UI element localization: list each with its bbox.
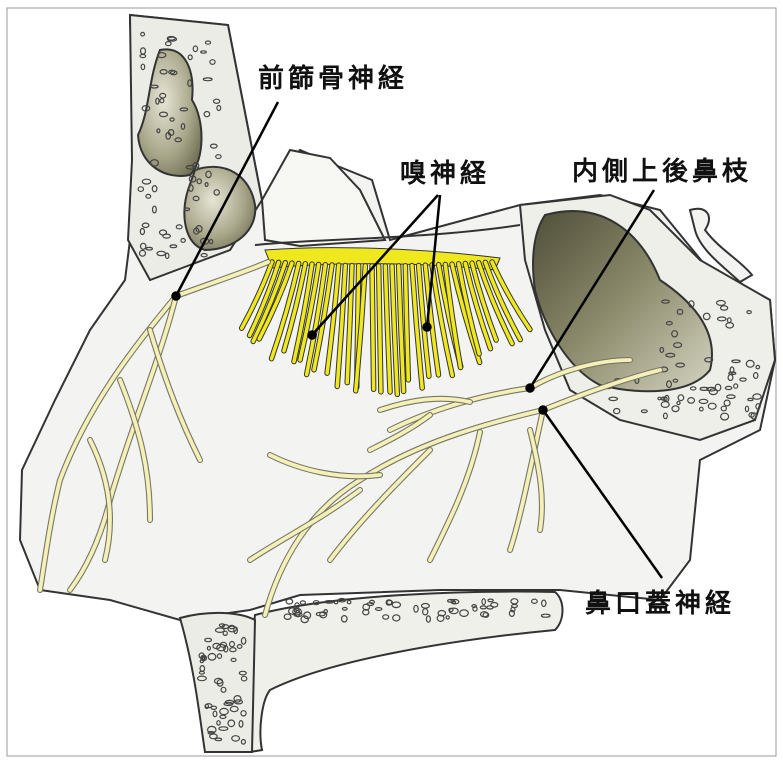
bone-pore [300,601,305,604]
olfactory-fiber [379,266,381,392]
label-nasopalatine-nerve: 鼻口蓋神経 [585,588,735,619]
olfactory-fiber [372,266,374,389]
hard-palate [250,592,563,752]
label-anterior-ethmoidal-nerve: 前篩骨神経 [258,63,408,94]
bone-pore [286,599,293,604]
label-medial-superior-posterior-nasal-branch: 内側上後鼻枝 [572,156,752,187]
label-olfactory-nerve: 嗅神経 [400,158,490,189]
